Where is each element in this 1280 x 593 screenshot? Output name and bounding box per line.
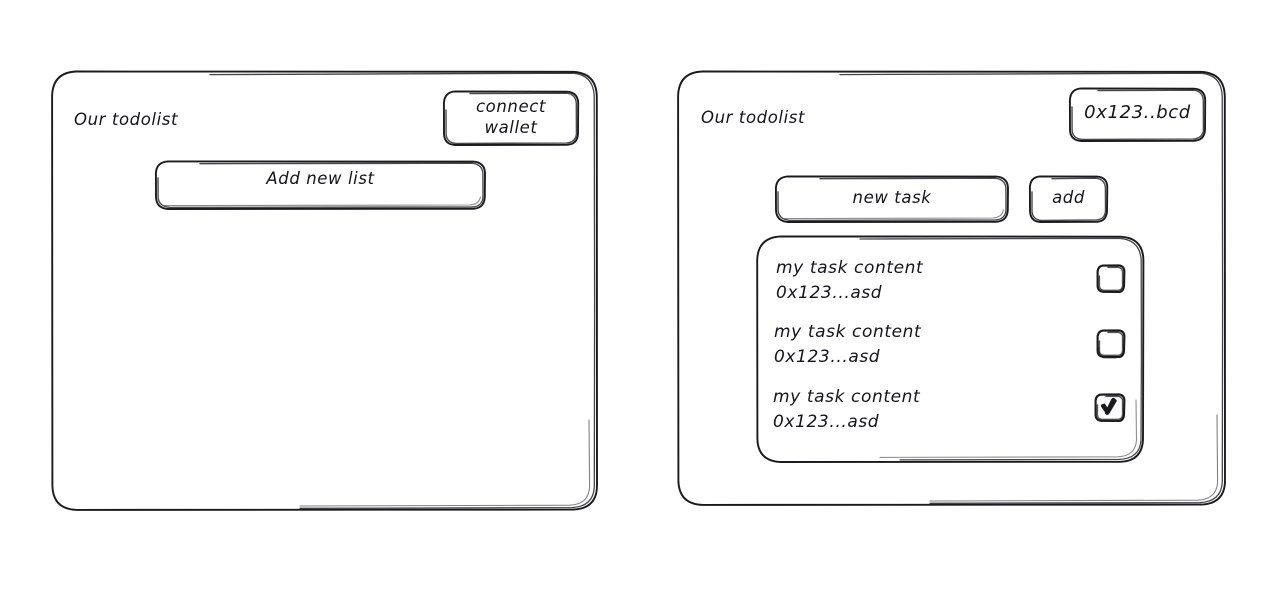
task-row[interactable]: my task content 0x123...asd (770, 256, 1130, 308)
add-new-list-label: Add new list (266, 169, 375, 188)
page-title-right: Our todolist (701, 108, 806, 127)
task-content: my task content (773, 387, 921, 407)
checkbox-empty-icon[interactable] (1096, 264, 1126, 294)
task-row[interactable]: my task content 0x123...asd (770, 320, 1130, 372)
wallet-address-badge[interactable]: 0x123..bcd (1070, 88, 1205, 141)
task-owner: 0x123...asd (774, 347, 881, 367)
task-row[interactable]: my task content 0x123...asd (770, 385, 1130, 437)
connect-wallet-button[interactable]: connect wallet (444, 91, 578, 145)
task-owner: 0x123...asd (776, 283, 883, 303)
wallet-address-label: 0x123..bcd (1084, 102, 1191, 123)
connect-wallet-label-line1: connect (476, 97, 546, 116)
add-task-button[interactable]: add (1030, 176, 1107, 222)
task-owner: 0x123...asd (773, 412, 880, 432)
new-task-input[interactable]: new task (776, 176, 1008, 222)
task-content: my task content (774, 322, 922, 342)
checkbox-checked-icon[interactable] (1094, 393, 1126, 423)
connect-wallet-label-line2: wallet (484, 118, 538, 137)
task-content: my task content (776, 258, 924, 278)
page-title-left: Our todolist (74, 110, 179, 129)
add-new-list-button[interactable]: Add new list (156, 161, 485, 209)
new-task-input-value: new task (852, 188, 932, 207)
checkbox-empty-icon[interactable] (1096, 329, 1126, 359)
add-task-label: add (1052, 188, 1085, 207)
